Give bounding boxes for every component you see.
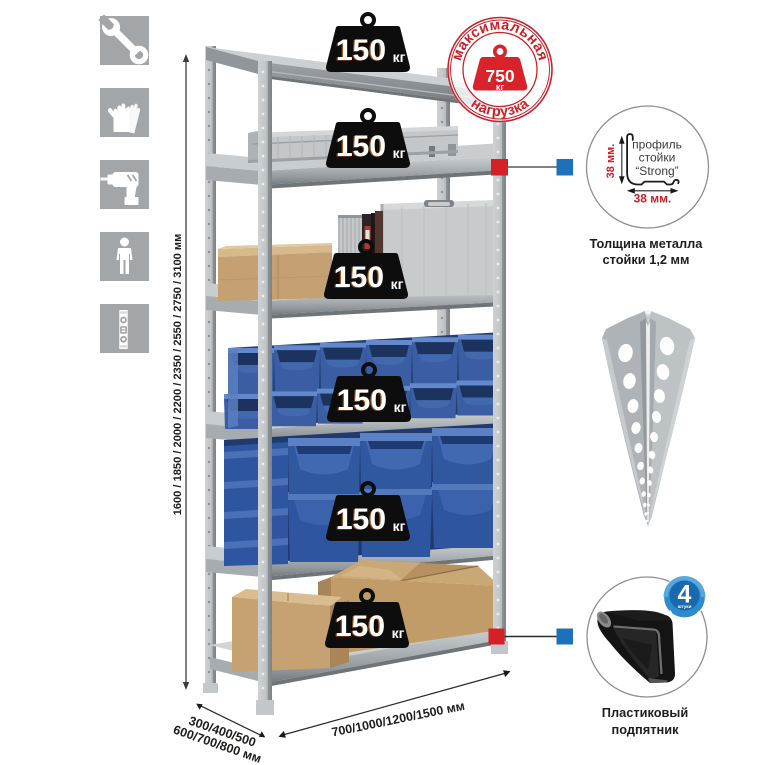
svg-text:150: 150	[333, 262, 383, 295]
svg-text:750: 750	[485, 66, 514, 86]
svg-text:150: 150	[335, 35, 385, 68]
svg-text:“Strong”: “Strong”	[635, 164, 678, 178]
svg-text:4: 4	[678, 581, 692, 609]
svg-text:кг: кг	[394, 399, 407, 415]
svg-text:38 мм.: 38 мм.	[605, 144, 617, 179]
svg-text:кг: кг	[393, 49, 406, 65]
svg-text:150: 150	[335, 610, 385, 643]
svg-text:150: 150	[335, 131, 385, 164]
svg-text:кг: кг	[393, 518, 406, 534]
svg-text:Пластиковый: Пластиковый	[602, 705, 688, 720]
svg-text:38 мм.: 38 мм.	[634, 192, 672, 206]
svg-text:кг: кг	[496, 82, 505, 92]
svg-text:1600 / 1850 / 2000 / 2200 / 23: 1600 / 1850 / 2000 / 2200 / 2350 / 2550 …	[172, 234, 184, 516]
svg-text:Толщина металла: Толщина металла	[590, 236, 704, 251]
svg-text:150: 150	[336, 385, 386, 418]
svg-text:150: 150	[335, 504, 385, 537]
svg-text:150: 150	[334, 261, 384, 294]
svg-text:подпятник: подпятник	[612, 722, 680, 737]
svg-text:150: 150	[334, 611, 384, 644]
svg-text:кг: кг	[393, 145, 406, 161]
svg-text:150: 150	[336, 34, 386, 67]
svg-text:штуки: штуки	[678, 604, 692, 609]
svg-text:150: 150	[336, 503, 386, 536]
svg-text:стойки 1,2 мм: стойки 1,2 мм	[602, 252, 689, 267]
svg-text:кг: кг	[391, 276, 404, 292]
svg-text:кг: кг	[392, 625, 405, 641]
svg-text:150: 150	[337, 384, 387, 417]
svg-text:профиль: профиль	[632, 138, 682, 152]
svg-text:стойки: стойки	[639, 151, 676, 165]
svg-text:150: 150	[336, 130, 386, 163]
